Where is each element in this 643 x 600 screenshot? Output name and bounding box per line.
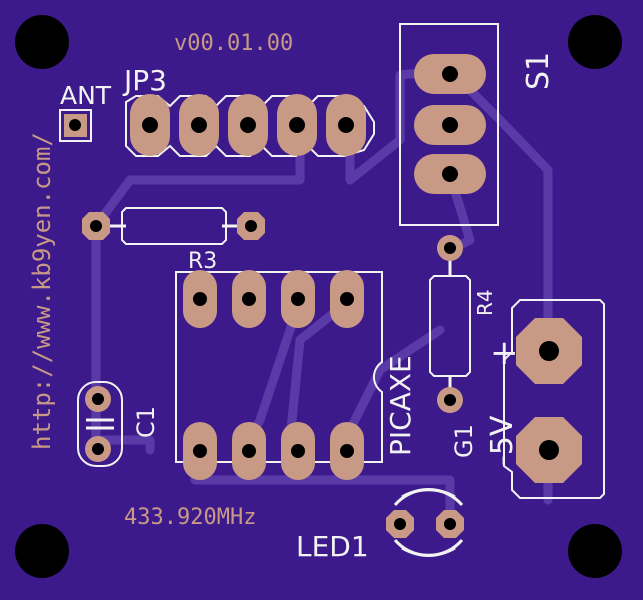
r3-resistor (82, 207, 265, 245)
led1-label: LED1 (296, 530, 369, 563)
voltage-label: -5V (485, 415, 520, 466)
picaxe-ic (175, 270, 383, 480)
s1-label: S1 (521, 52, 556, 90)
g1-label: G1 (450, 424, 478, 458)
r4-label: R4 (473, 289, 497, 316)
power-connector (503, 299, 605, 499)
jp3-label: JP3 (122, 64, 167, 97)
r4-resistor (429, 235, 471, 413)
jp3-header (125, 94, 375, 157)
version-label: v00.01.00 (174, 31, 293, 56)
c1-label: C1 (132, 406, 160, 438)
frequency-label: 433.920MHz (124, 505, 256, 530)
plus-label: + (490, 333, 519, 373)
mounting-hole-bottom-left (15, 524, 69, 578)
s1-switch (399, 23, 499, 226)
r3-label: R3 (188, 249, 217, 274)
mounting-hole-top-left (15, 15, 69, 69)
antenna-pad (59, 109, 92, 142)
ant-label: ANT (60, 81, 112, 110)
url-label: http://www.kb9yen.com/ (28, 132, 56, 450)
c1-capacitor (77, 381, 123, 467)
led1 (386, 488, 464, 557)
picaxe-label: PICAXE (384, 355, 417, 456)
mounting-hole-top-right (568, 15, 622, 69)
mounting-holes (15, 15, 622, 578)
mounting-hole-bottom-right (568, 524, 622, 578)
